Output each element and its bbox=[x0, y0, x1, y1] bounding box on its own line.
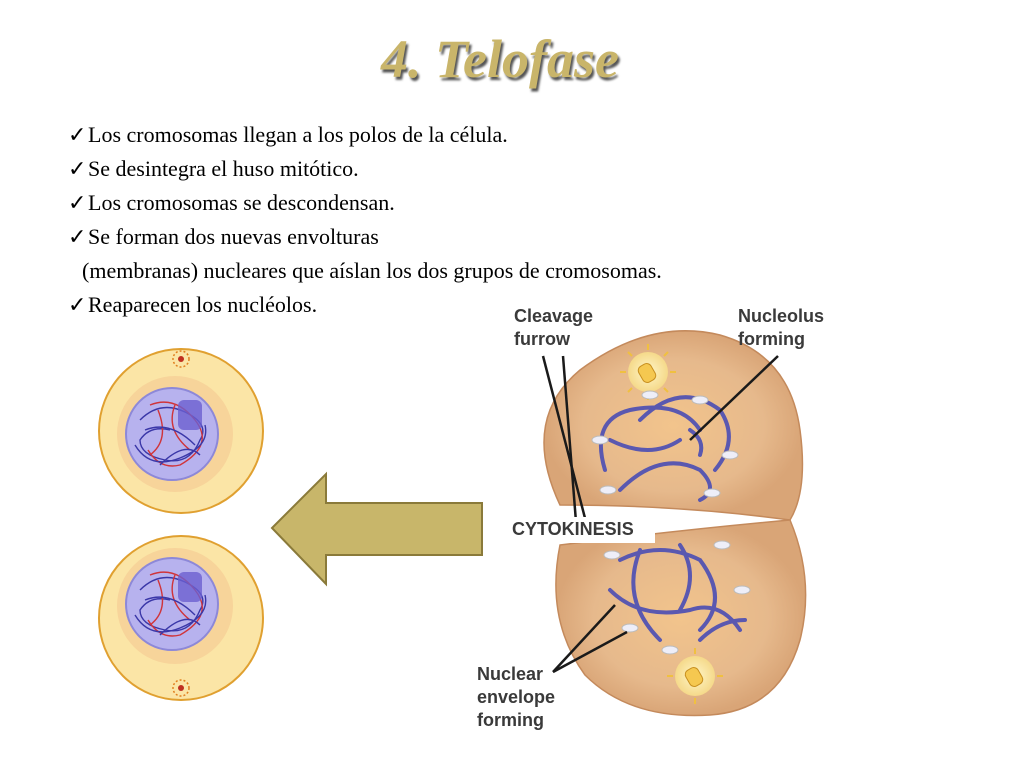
bullet-text: Se desintegra el huso mitótico. bbox=[88, 156, 359, 181]
bullet-text: Los cromosomas llegan a los polos de la … bbox=[88, 122, 508, 147]
envelope-fragments bbox=[603, 540, 751, 655]
bullet-text: Reaparecen los nucléolos. bbox=[88, 292, 318, 317]
daughter-cell-top bbox=[543, 330, 804, 521]
bullet-list: ✓Los cromosomas llegan a los polos de la… bbox=[68, 118, 662, 322]
nucleolus-sun-icon bbox=[667, 648, 723, 704]
cytokinesis-label-background bbox=[509, 517, 655, 543]
pointer-lines bbox=[541, 355, 779, 674]
left-arrow-icon bbox=[270, 471, 483, 587]
bullet-text: Los cromosomas se descondensan. bbox=[88, 190, 395, 215]
bullet-text: Se forman dos nuevas envolturas bbox=[88, 224, 379, 249]
centrosome-icon bbox=[172, 679, 190, 697]
checkmark-icon: ✓ bbox=[68, 122, 87, 147]
centrosome-icon bbox=[172, 350, 190, 368]
nucleolus-sun-icon bbox=[620, 344, 676, 400]
label-nucleolus-forming: Nucleolus forming bbox=[738, 306, 825, 349]
checkmark-icon: ✓ bbox=[68, 156, 87, 181]
chromatin bbox=[134, 571, 207, 637]
bullet-continuation: (membranas) nucleares que aíslan los dos… bbox=[82, 258, 662, 283]
cell-bottom-left bbox=[98, 535, 264, 701]
checkmark-icon: ✓ bbox=[68, 292, 87, 317]
envelope-fragments bbox=[591, 390, 739, 498]
checkmark-icon: ✓ bbox=[68, 190, 87, 215]
label-cleavage-furrow: Cleavage furrow bbox=[514, 306, 594, 349]
bullet-item: ✓Los cromosomas llegan a los polos de la… bbox=[68, 118, 662, 152]
slide-title: 4. Telofase bbox=[381, 29, 619, 89]
checkmark-icon: ✓ bbox=[68, 224, 87, 249]
bullet-item: ✓Se forman dos nuevas envolturas bbox=[68, 220, 662, 254]
label-nuclear-envelope-forming: Nuclear envelope forming bbox=[477, 664, 556, 730]
label-cytokinesis: CYTOKINESIS bbox=[512, 519, 634, 539]
bullet-item: ✓Se desintegra el huso mitótico. bbox=[68, 152, 662, 186]
cell-top-left bbox=[98, 348, 264, 514]
daughter-cell-bottom bbox=[555, 519, 807, 717]
chromosomes bbox=[608, 543, 747, 642]
bullet-item: ✓Los cromosomas se descondensan. bbox=[68, 186, 662, 220]
bullet-item: ✓Reaparecen los nucléolos. bbox=[68, 288, 662, 322]
